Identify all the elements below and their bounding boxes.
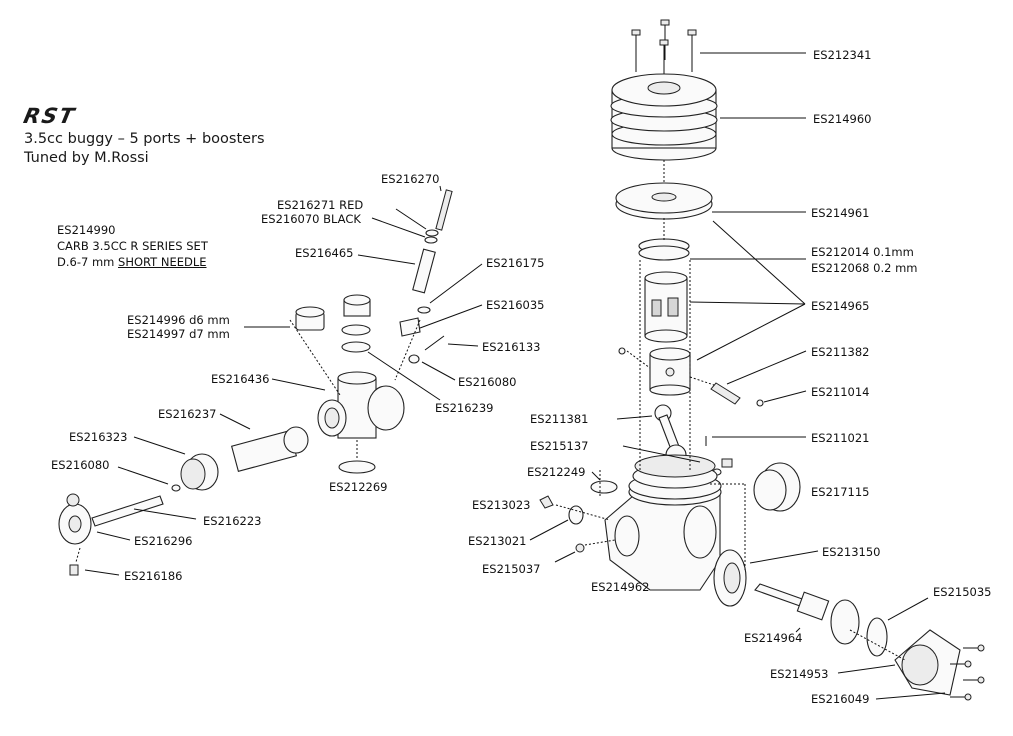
label-es214961: ES214961 bbox=[811, 206, 869, 220]
spraybar-es216323 bbox=[180, 453, 219, 491]
carb-oring-2 bbox=[341, 341, 371, 353]
needle-holder bbox=[412, 248, 436, 294]
backplate-screws bbox=[950, 644, 985, 701]
label-es213023: ES213023 bbox=[472, 498, 530, 512]
wrist-pin bbox=[710, 382, 741, 405]
label-es214996: ES214996 d6 mm bbox=[127, 313, 230, 327]
bush-es213021 bbox=[568, 505, 584, 525]
label-es216223: ES216223 bbox=[203, 514, 261, 528]
gasket-es215035 bbox=[866, 617, 888, 657]
crankcase bbox=[604, 454, 722, 591]
small-oring bbox=[408, 354, 420, 364]
carb-oring-es212269 bbox=[338, 460, 376, 474]
label-es211382: ES211382 bbox=[811, 345, 869, 359]
assembly-axes bbox=[75, 160, 906, 661]
label-es213021: ES213021 bbox=[468, 534, 526, 548]
label-es211381: ES211381 bbox=[530, 412, 588, 426]
oring-black bbox=[424, 236, 438, 244]
label-es216237: ES216237 bbox=[158, 407, 216, 421]
plug-es213023 bbox=[539, 495, 554, 509]
oring-red bbox=[425, 229, 439, 237]
label-es214965: ES214965 bbox=[811, 299, 869, 313]
oring-es212249 bbox=[590, 480, 618, 494]
fuel-nipple bbox=[399, 317, 421, 337]
needle-es216270 bbox=[435, 189, 453, 231]
cylinder-sleeve bbox=[644, 271, 688, 343]
label-es215035: ES215035 bbox=[933, 585, 991, 599]
label-es215037: ES215037 bbox=[482, 562, 540, 576]
front-bearing bbox=[713, 549, 747, 607]
label-es217115: ES217115 bbox=[811, 485, 869, 499]
carb-body bbox=[317, 371, 405, 439]
carb-insert bbox=[343, 294, 371, 317]
head-button bbox=[615, 182, 713, 220]
label-es211014: ES211014 bbox=[811, 385, 869, 399]
rear-cap bbox=[753, 462, 801, 512]
label-es216186: ES216186 bbox=[124, 569, 182, 583]
label-es214960: ES214960 bbox=[813, 112, 871, 126]
carb-note-name: CARB 3.5CC R SERIES SET bbox=[57, 239, 208, 253]
crankshaft bbox=[754, 583, 860, 645]
label-es216296: ES216296 bbox=[134, 534, 192, 548]
back-plate bbox=[894, 629, 961, 696]
tuner-credit: Tuned by M.Rossi bbox=[24, 150, 149, 166]
callouts: ES212341 ES214960 ES214961 ES212014 0.1m… bbox=[51, 48, 991, 706]
needle-es216223 bbox=[91, 495, 164, 527]
label-es212068: ES212068 0.2 mm bbox=[811, 261, 917, 275]
label-es214997: ES214997 d7 mm bbox=[127, 327, 230, 341]
carb-note-code: ES214990 bbox=[57, 223, 116, 237]
piston bbox=[649, 347, 691, 396]
engine-description: 3.5cc buggy – 5 ports + boosters bbox=[24, 131, 265, 147]
label-es212014: ES212014 0.1mm bbox=[811, 245, 914, 259]
label-es216080-left: ES216080 bbox=[51, 458, 109, 472]
label-es216436: ES216436 bbox=[211, 372, 269, 386]
oring-es216080 bbox=[171, 484, 181, 492]
label-es216070: ES216070 BLACK bbox=[261, 212, 361, 226]
label-es216133: ES216133 bbox=[482, 340, 540, 354]
carb-note-size: D.6-7 mm SHORT NEEDLE bbox=[57, 255, 207, 269]
circlip-left bbox=[618, 347, 626, 355]
label-es212249: ES212249 bbox=[527, 465, 585, 479]
label-es216035: ES216035 bbox=[486, 298, 544, 312]
adjuster-es216296 bbox=[58, 493, 92, 545]
label-es212341: ES212341 bbox=[813, 48, 871, 62]
head-shim-2 bbox=[638, 245, 690, 261]
label-es214962: ES214962 bbox=[591, 580, 649, 594]
label-es212269: ES212269 bbox=[329, 480, 387, 494]
label-es216049: ES216049 bbox=[811, 692, 869, 706]
label-es216080-top: ES216080 bbox=[458, 375, 516, 389]
carb-oring-1 bbox=[341, 324, 371, 336]
circlip-right bbox=[756, 399, 764, 407]
idle-screw bbox=[424, 335, 445, 351]
head-bolts bbox=[631, 19, 697, 82]
cylinder-head bbox=[610, 73, 718, 161]
screw-es215037 bbox=[554, 543, 585, 563]
needle-oring bbox=[417, 306, 431, 314]
label-es216271: ES216271 RED bbox=[277, 198, 363, 212]
small-screw bbox=[721, 458, 733, 468]
label-es216175: ES216175 bbox=[486, 256, 544, 270]
label-es216239: ES216239 bbox=[435, 401, 493, 415]
carb-note-size-prefix: D.6-7 mm bbox=[57, 255, 119, 269]
label-es216323: ES216323 bbox=[69, 430, 127, 444]
label-es216465: ES216465 bbox=[295, 246, 353, 260]
rotor-es216237 bbox=[230, 426, 309, 472]
label-es214964: ES214964 bbox=[744, 631, 802, 645]
carb-note-short-needle: SHORT NEEDLE bbox=[118, 255, 207, 269]
label-es215137: ES215137 bbox=[530, 439, 588, 453]
label-es214953: ES214953 bbox=[770, 667, 828, 681]
label-es211021: ES211021 bbox=[811, 431, 869, 445]
air-restrictor bbox=[295, 306, 325, 331]
label-es216270: ES216270 bbox=[381, 172, 439, 186]
label-es213150: ES213150 bbox=[822, 545, 880, 559]
grub-es216186 bbox=[69, 564, 79, 576]
